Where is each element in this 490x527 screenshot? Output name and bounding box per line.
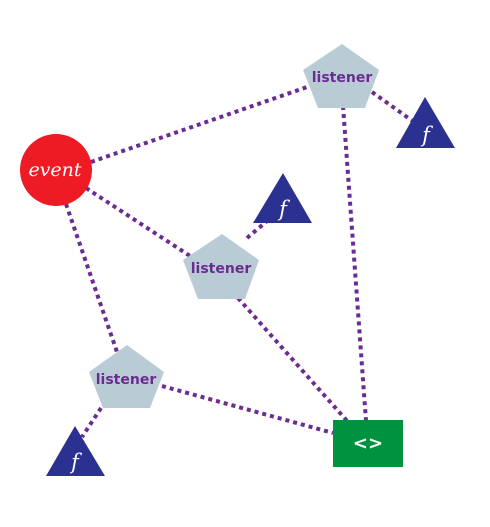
function-triangle-middle: [253, 173, 312, 223]
edge-listener-top-output: [341, 105, 368, 422]
function-node-middle: f: [253, 173, 312, 223]
function-node-top: f: [396, 97, 455, 148]
diagram-edges: [64, 84, 416, 439]
listener-pentagon-top: [303, 44, 379, 108]
listener-pentagon-middle: [183, 234, 259, 299]
listener-node-middle: listener: [183, 234, 259, 299]
listener-label-top: listener: [312, 70, 373, 86]
edge-event-listener-top: [90, 84, 311, 164]
function-label-top: f: [420, 123, 433, 147]
edge-listener-top-function-top: [370, 90, 416, 124]
event-circle: [20, 134, 92, 206]
event-label: event: [28, 159, 81, 181]
listener-label-bottom: listener: [96, 372, 157, 388]
output-label: <>: [353, 433, 383, 454]
edge-listener-bottom-output: [161, 384, 334, 435]
function-node-bottom: f: [46, 426, 105, 476]
function-triangle-bottom: [46, 426, 105, 476]
event-node: event: [20, 134, 92, 206]
edge-event-listener-bottom: [64, 203, 119, 353]
listener-node-top: listener: [303, 44, 379, 108]
edge-event-listener-middle: [84, 186, 192, 258]
output-node: <>: [333, 420, 403, 467]
edge-listener-middle-output: [236, 296, 350, 424]
listener-node-bottom: listener: [89, 345, 164, 408]
function-triangle-top: [396, 97, 455, 148]
output-rectangle: [333, 420, 403, 467]
listener-label-middle: listener: [191, 261, 252, 277]
listener-pentagon-bottom: [89, 345, 164, 408]
edge-listener-middle-function-middle: [245, 214, 275, 240]
function-label-bottom: f: [69, 450, 82, 474]
function-label-middle: f: [277, 197, 290, 221]
edge-listener-bottom-function-bottom: [80, 406, 103, 439]
